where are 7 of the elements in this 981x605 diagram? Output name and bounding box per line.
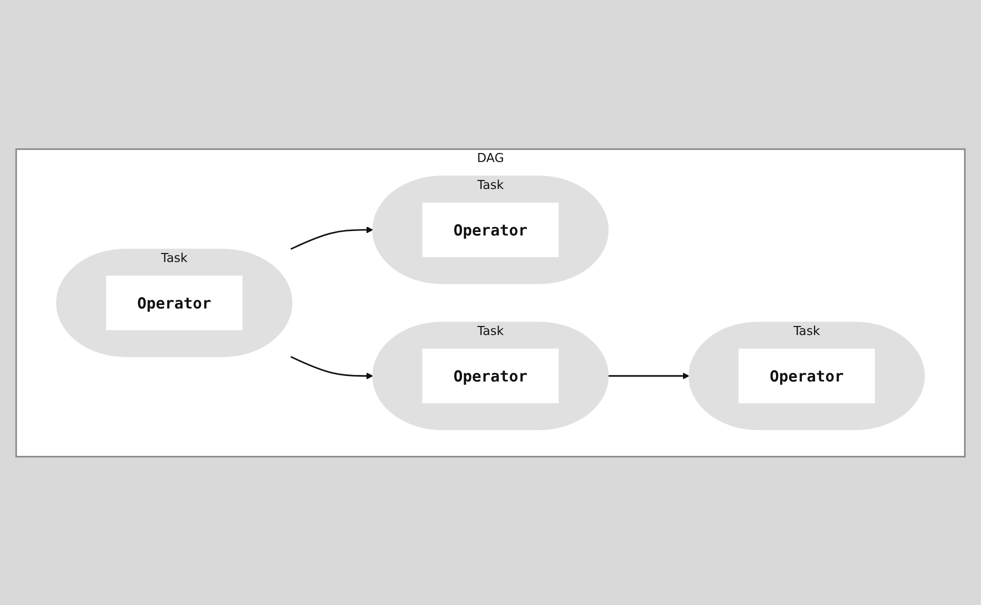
arrow [290, 226, 374, 250]
node-box: Operator [422, 348, 559, 403]
node-box: Operator [738, 348, 875, 403]
node-box: Operator [106, 275, 242, 330]
node-box: Operator [422, 202, 559, 257]
arrow [290, 356, 374, 379]
arrow [608, 372, 690, 379]
